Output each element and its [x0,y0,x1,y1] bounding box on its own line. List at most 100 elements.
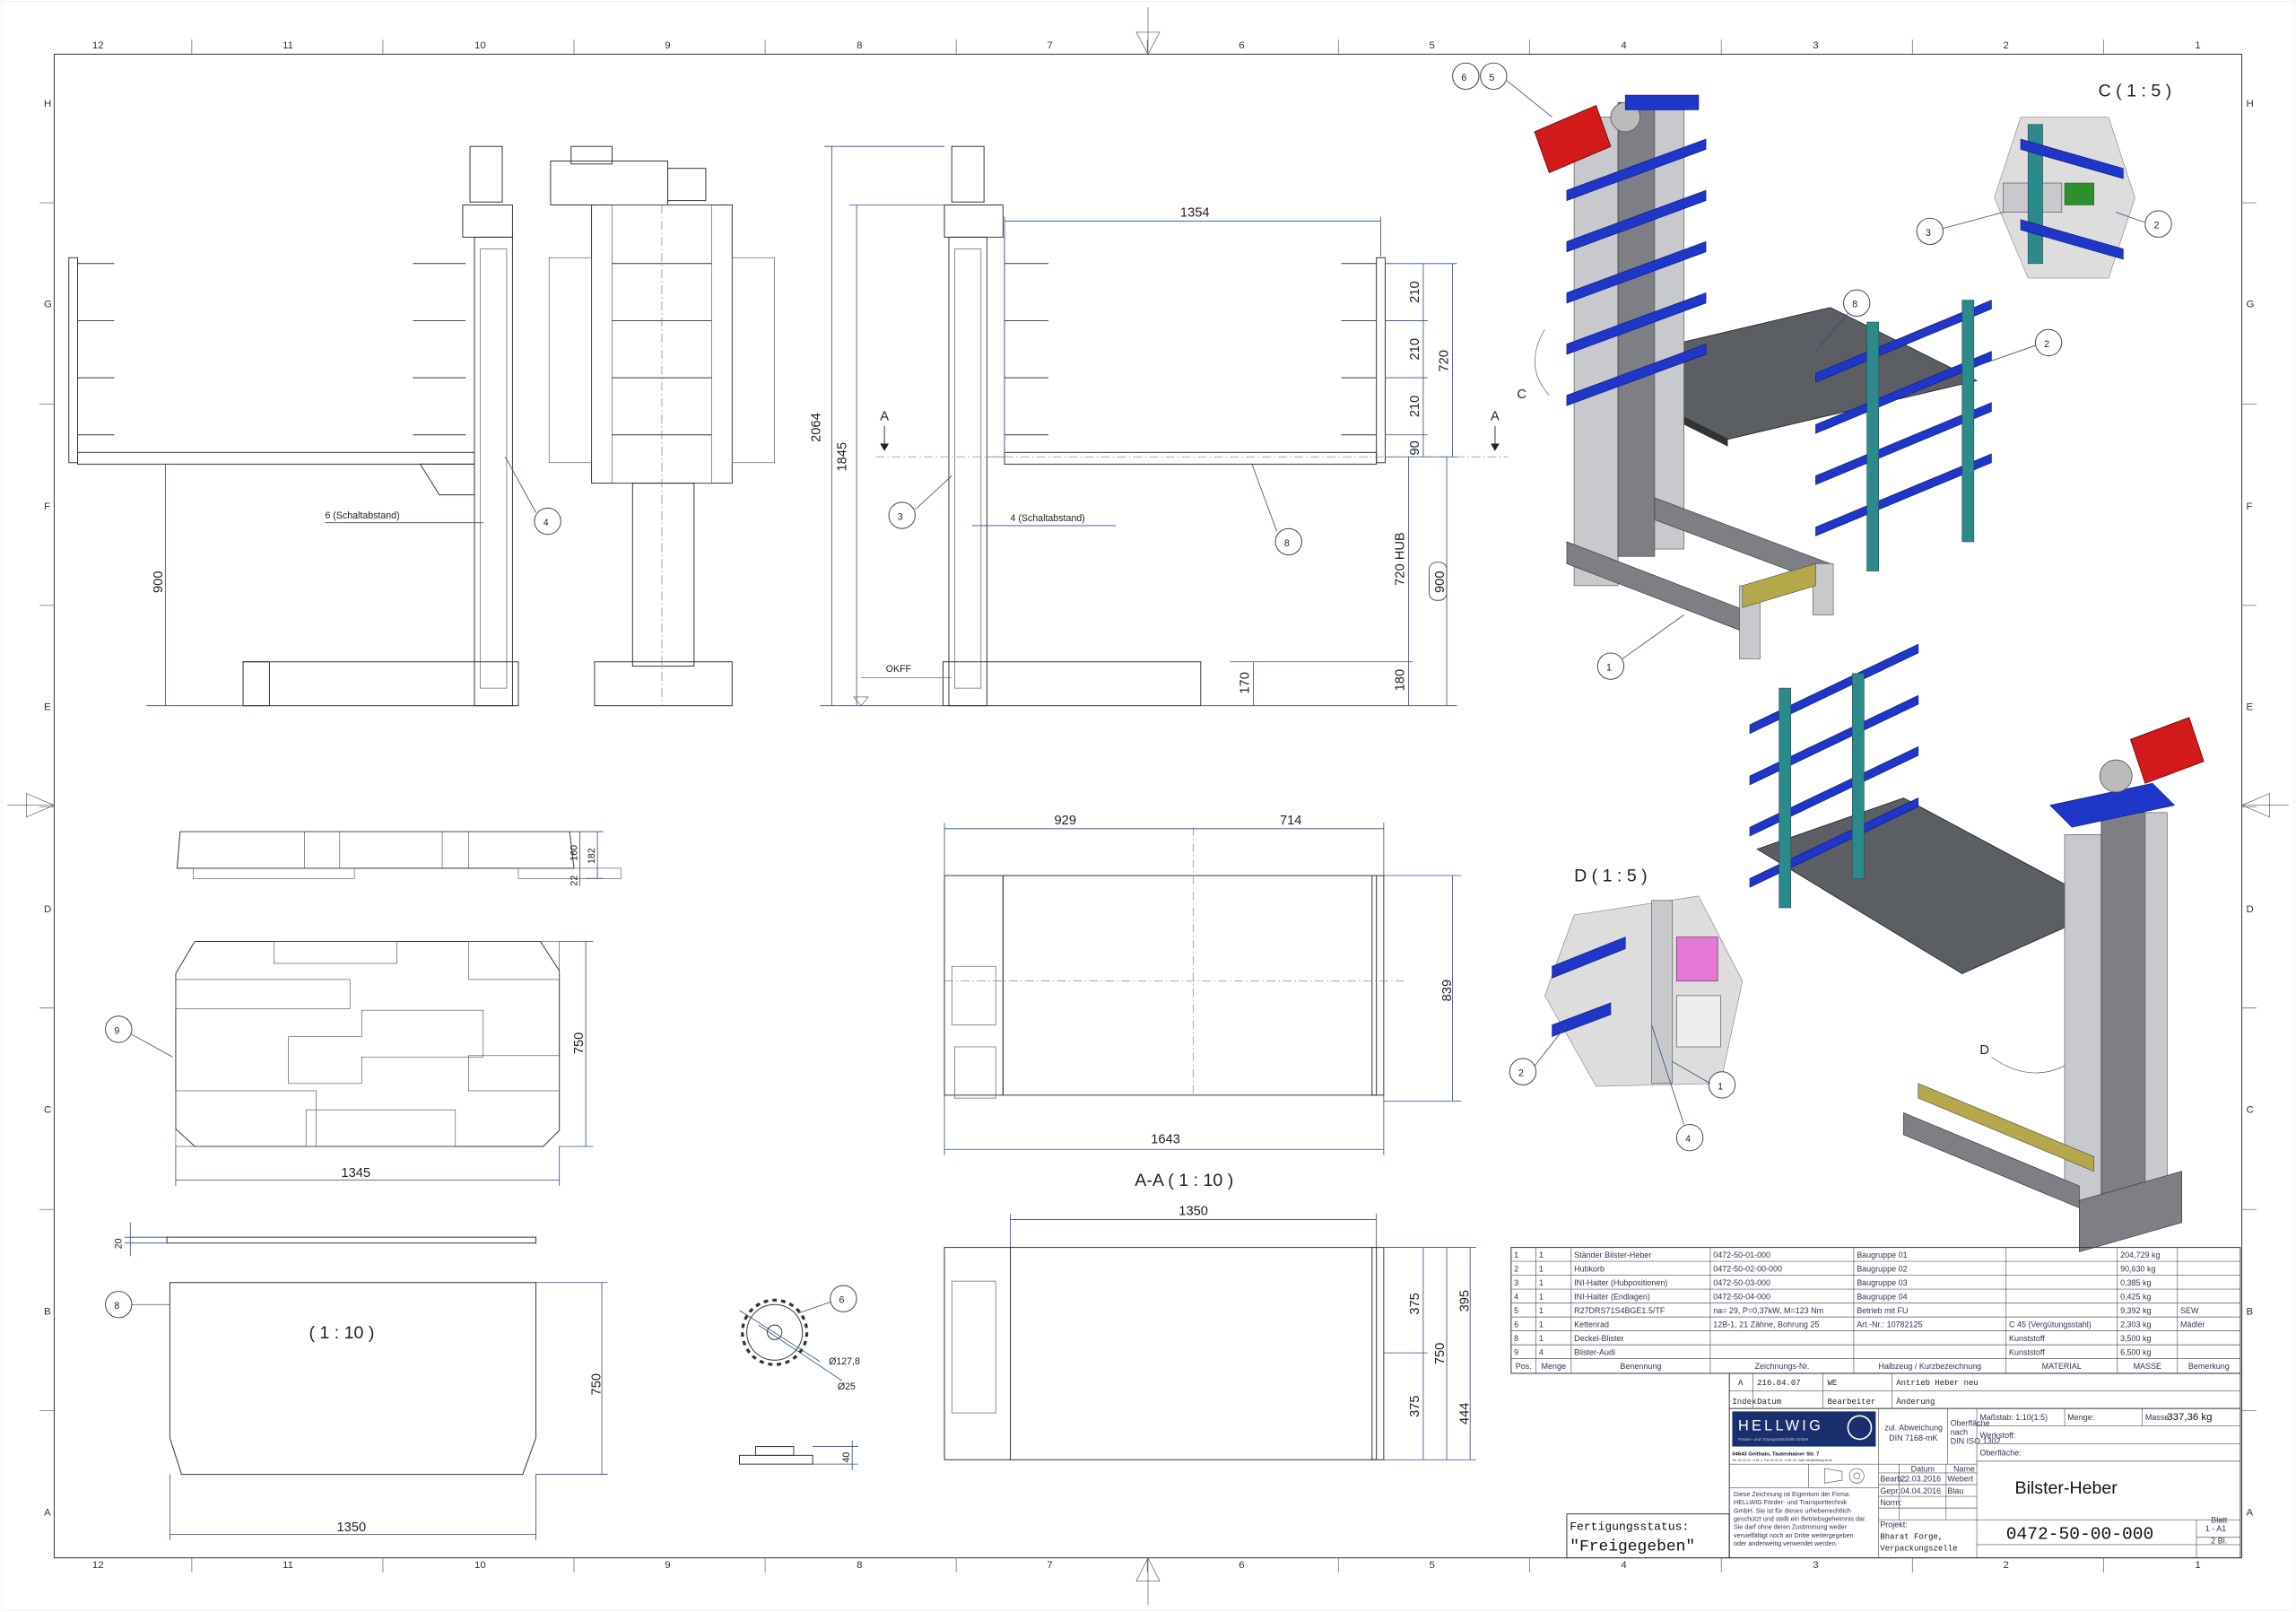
detail-c-title: C ( 1 : 5 ) [2099,82,2172,101]
parts-list-cell: 0472-50-04-000 [1713,1293,1770,1302]
section-a-right: A [1491,409,1500,423]
frame-column-label: 5 [1429,1560,1434,1571]
parts-list-cell: na= 29, P=0,37kW, M=123 Nm [1713,1306,1823,1315]
parts-list-cell: Baugruppe 03 [1857,1278,1907,1287]
projection-symbol-icon [1823,1468,1865,1484]
parts-list-cell: 204,729 kg [2120,1250,2160,1259]
iso-bar [1815,402,1992,485]
dia-outer: Ø127,8 [829,1356,860,1367]
parts-list-cell: 9,392 kg [2120,1306,2151,1315]
iso-bar [1566,344,1707,406]
parts-list-cell: Mädler [2180,1320,2205,1329]
balloon-2-detail-d: 2 [1518,1068,1524,1079]
parts-list-header: Benennung [1620,1362,1661,1371]
company-logo-text: HELLWIG [1738,1418,1823,1434]
parts-list-header: Menge [1542,1362,1566,1371]
bearb-label: Bearb.: [1880,1475,1906,1484]
side-view-right: 2064 1845 1354 210 210 210 720 90 720 HU… [809,145,1509,707]
revision-change: Antrieb Heber neu [1896,1379,1979,1388]
iso-bar [1566,189,1707,253]
dim-720: 720 [1438,350,1452,372]
section-a-left: A [880,409,889,423]
revision-editor: WE [1828,1379,1838,1388]
frame-row-label: C [44,1104,51,1115]
dim-1350-aa: 1350 [1178,1205,1208,1219]
bearb-name: Webert [1947,1475,1973,1484]
iso-bar [1815,300,1992,383]
parts-list-cell: Ständer Bilster-Heber [1574,1250,1651,1259]
balloon-6-iso: 6 [1461,73,1466,83]
frame-column-label: 6 [1239,1560,1244,1571]
gepr-label: Gepr.: [1880,1486,1901,1495]
parts-list-header: Bemerkung [2188,1362,2230,1371]
revision-header-change: Änderung [1896,1398,1935,1407]
dim-714: 714 [1280,814,1302,828]
project-name-2: Verpackungszelle [1880,1544,1957,1553]
company-logo-icon [1847,1415,1873,1441]
parts-list-cell: 1 [1539,1293,1544,1302]
dim-395: 395 [1458,1290,1473,1312]
header-name: Name [1953,1464,1975,1473]
parts-list-cell: 90,630 kg [2120,1265,2155,1274]
frame-column-label: 7 [1047,40,1052,51]
frame-row-label: C [2246,1104,2253,1115]
dim-22: 22 [569,876,579,886]
revision-header-editor: Bearbeiter [1828,1398,1876,1407]
parts-list-cell: 2 [1514,1265,1518,1274]
dim-90: 90 [1408,440,1422,455]
top-view: 929 714 839 1643 [944,814,1462,1155]
dim-20: 20 [114,1238,125,1249]
surface-label-2: nach [1951,1428,1968,1437]
schaltabstand-label-right: 4 (Schaltabstand) [1011,513,1085,524]
production-status: Fertigungsstatus: "Freigegeben" [1566,1513,1730,1559]
parts-list-header: MATERIAL [2042,1362,2082,1371]
isometric-view-2: D [1749,643,2205,1252]
frame-row-label: D [44,904,51,915]
frame-row-label: A [2246,1507,2253,1518]
balloon-5-iso: 5 [1489,73,1494,83]
balloon-2-detail-c: 2 [2154,221,2160,231]
parts-list-cell: 1 [1514,1250,1518,1259]
iso-bar [1566,292,1707,355]
cover-scale: ( 1 : 10 ) [309,1323,374,1343]
parts-list-cell: INI-Halter (Hubpositionen) [1574,1278,1667,1287]
dim-839: 839 [1440,980,1455,1002]
frame-column-label: 4 [1621,40,1627,51]
dim-929: 929 [1055,814,1077,828]
ownership-notice-line: Sie darf ohne deren Zustimmung weder [1734,1524,1848,1531]
parts-list-cell: R27DRS71S4BGE1.5/TF [1574,1306,1665,1315]
frame-column-label: 11 [283,1560,293,1571]
ownership-notice-line: geschützt und stellt ein Betriebsgeheimn… [1734,1515,1866,1522]
cover-views: 20 ( 1 : 10 ) 750 1350 8 [105,1222,608,1541]
dim-750-blister: 750 [572,1033,587,1055]
schaltabstand-label: 6 (Schaltabstand) [325,510,399,521]
frame-column-label: 3 [1813,1560,1818,1571]
dim-375-a: 375 [1408,1293,1422,1315]
balloon-8-cover: 8 [114,1301,119,1311]
revision-header-date: Datum [1757,1398,1781,1407]
parts-list-cell: 5 [1514,1306,1518,1315]
parts-list-cell: 1 [1539,1250,1544,1259]
okff-label: OKFF [886,664,912,675]
ownership-notice-line: vervielfältigt noch an Dritte weitergege… [1734,1532,1854,1539]
parts-list-cell: 1 [1539,1320,1544,1329]
dim-375-b: 375 [1408,1395,1422,1417]
frame-column-label: 9 [665,1560,670,1571]
detail-d-view: D ( 1 : 5 ) 2 1 4 [1509,867,1744,1152]
parts-list-cell: Kettenrad [1574,1320,1609,1329]
parts-list-cell: 1 [1539,1265,1544,1274]
dim-210-a: 210 [1408,281,1422,303]
parts-list-header: MASSE [2134,1362,2161,1371]
parts-list-header: Zeichnungs-Nr. [1755,1362,1810,1371]
header-datum: Datum [1911,1464,1935,1473]
frame-row-label: E [44,702,51,713]
parts-list-cell: Baugruppe 01 [1857,1250,1907,1259]
revision-header-index: Index [1732,1398,1756,1407]
balloon-6-sprocket: 6 [839,1295,845,1306]
material-field: Werkstoff: [1979,1431,2015,1440]
revision-date: 216.04.07 [1757,1379,1800,1388]
surface-field: Oberfläche: [1979,1448,2021,1457]
